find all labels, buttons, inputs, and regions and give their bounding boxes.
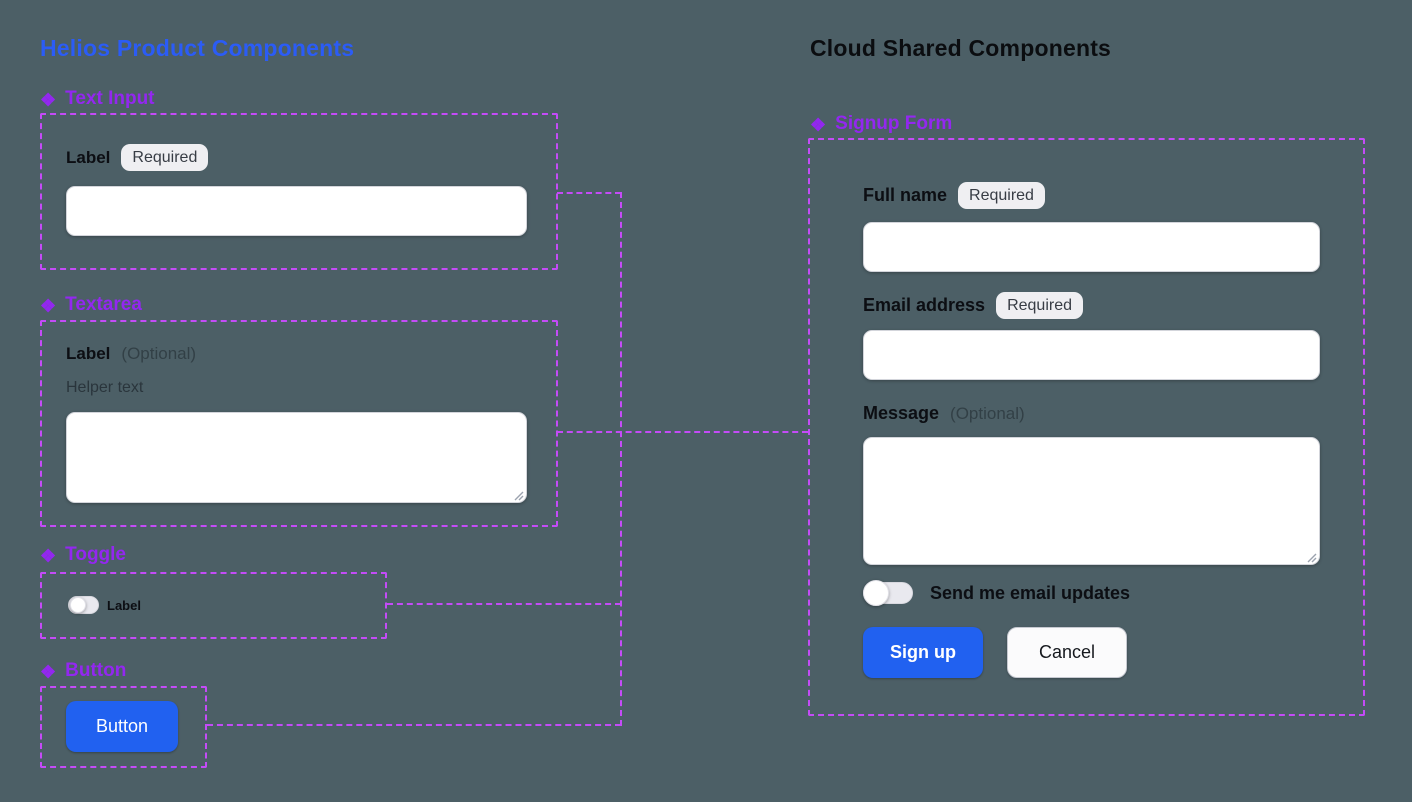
message-label-row: Message (Optional)	[863, 403, 1025, 424]
component-diamond-icon: ❖	[40, 662, 57, 683]
component-diamond-icon: ❖	[40, 90, 57, 111]
component-diamond-icon: ❖	[40, 546, 57, 567]
toggle-knob	[70, 597, 86, 613]
section-heading-toggle: ❖ Toggle	[40, 544, 126, 567]
toggle-switch[interactable]	[68, 596, 99, 614]
section-heading-label: Textarea	[65, 294, 142, 315]
connector-line-toggle	[387, 603, 621, 605]
text-input-label-row: Label Required	[66, 144, 209, 172]
sample-button[interactable]: Button	[66, 701, 178, 752]
connector-trunk-line	[620, 192, 622, 726]
text-input-component-frame	[40, 113, 558, 270]
email-updates-toggle[interactable]	[863, 580, 913, 606]
email-label-row: Email address Required	[863, 292, 1083, 320]
left-panel-title: Helios Product Components	[40, 35, 355, 61]
section-heading-label: Button	[65, 660, 127, 681]
cancel-button[interactable]: Cancel	[1007, 627, 1127, 678]
field-label: Label	[66, 147, 111, 167]
component-diamond-icon: ❖	[40, 296, 57, 317]
section-heading-label: Text Input	[65, 88, 155, 109]
required-badge: Required	[958, 182, 1045, 210]
sign-up-button[interactable]: Sign up	[863, 627, 983, 678]
section-heading-signup-form: ❖ Signup Form	[810, 113, 953, 136]
message-textarea[interactable]	[863, 437, 1320, 565]
section-heading-textarea: ❖ Textarea	[40, 294, 142, 317]
textarea-component-frame	[40, 320, 558, 527]
full-name-label-row: Full name Required	[863, 182, 1045, 210]
connector-line-textarea-to-form	[557, 431, 808, 433]
full-name-input[interactable]	[863, 222, 1320, 272]
required-badge: Required	[996, 292, 1083, 320]
component-diamond-icon: ❖	[810, 115, 827, 136]
section-heading-label: Toggle	[65, 544, 126, 565]
optional-hint: (Optional)	[950, 403, 1025, 423]
textarea-label-row: Label (Optional)	[66, 344, 196, 364]
text-input-field[interactable]	[66, 186, 527, 236]
textarea-field[interactable]	[66, 412, 527, 503]
optional-hint: (Optional)	[121, 344, 197, 363]
section-heading-button: ❖ Button	[40, 660, 127, 683]
field-label: Full name	[863, 185, 948, 206]
email-updates-label: Send me email updates	[930, 582, 1131, 603]
connector-line-text-input	[557, 192, 621, 194]
right-panel-title: Cloud Shared Components	[810, 35, 1112, 61]
section-heading-text-input: ❖ Text Input	[40, 88, 155, 111]
email-input[interactable]	[863, 330, 1320, 380]
section-heading-label: Signup Form	[835, 113, 953, 134]
field-label: Email address	[863, 295, 986, 316]
toggle-knob	[863, 580, 889, 606]
required-badge: Required	[121, 144, 209, 172]
toggle-row: Label	[68, 596, 141, 614]
toggle-label: Label	[107, 597, 141, 613]
signup-form-frame	[808, 138, 1365, 716]
field-label: Message	[863, 403, 940, 423]
helper-text: Helper text	[66, 379, 144, 396]
toggle-component-frame	[40, 572, 387, 639]
field-label: Label	[66, 344, 111, 363]
connector-line-button	[207, 724, 621, 726]
email-updates-row: Send me email updates	[863, 580, 1131, 606]
button-component-frame	[40, 686, 207, 768]
